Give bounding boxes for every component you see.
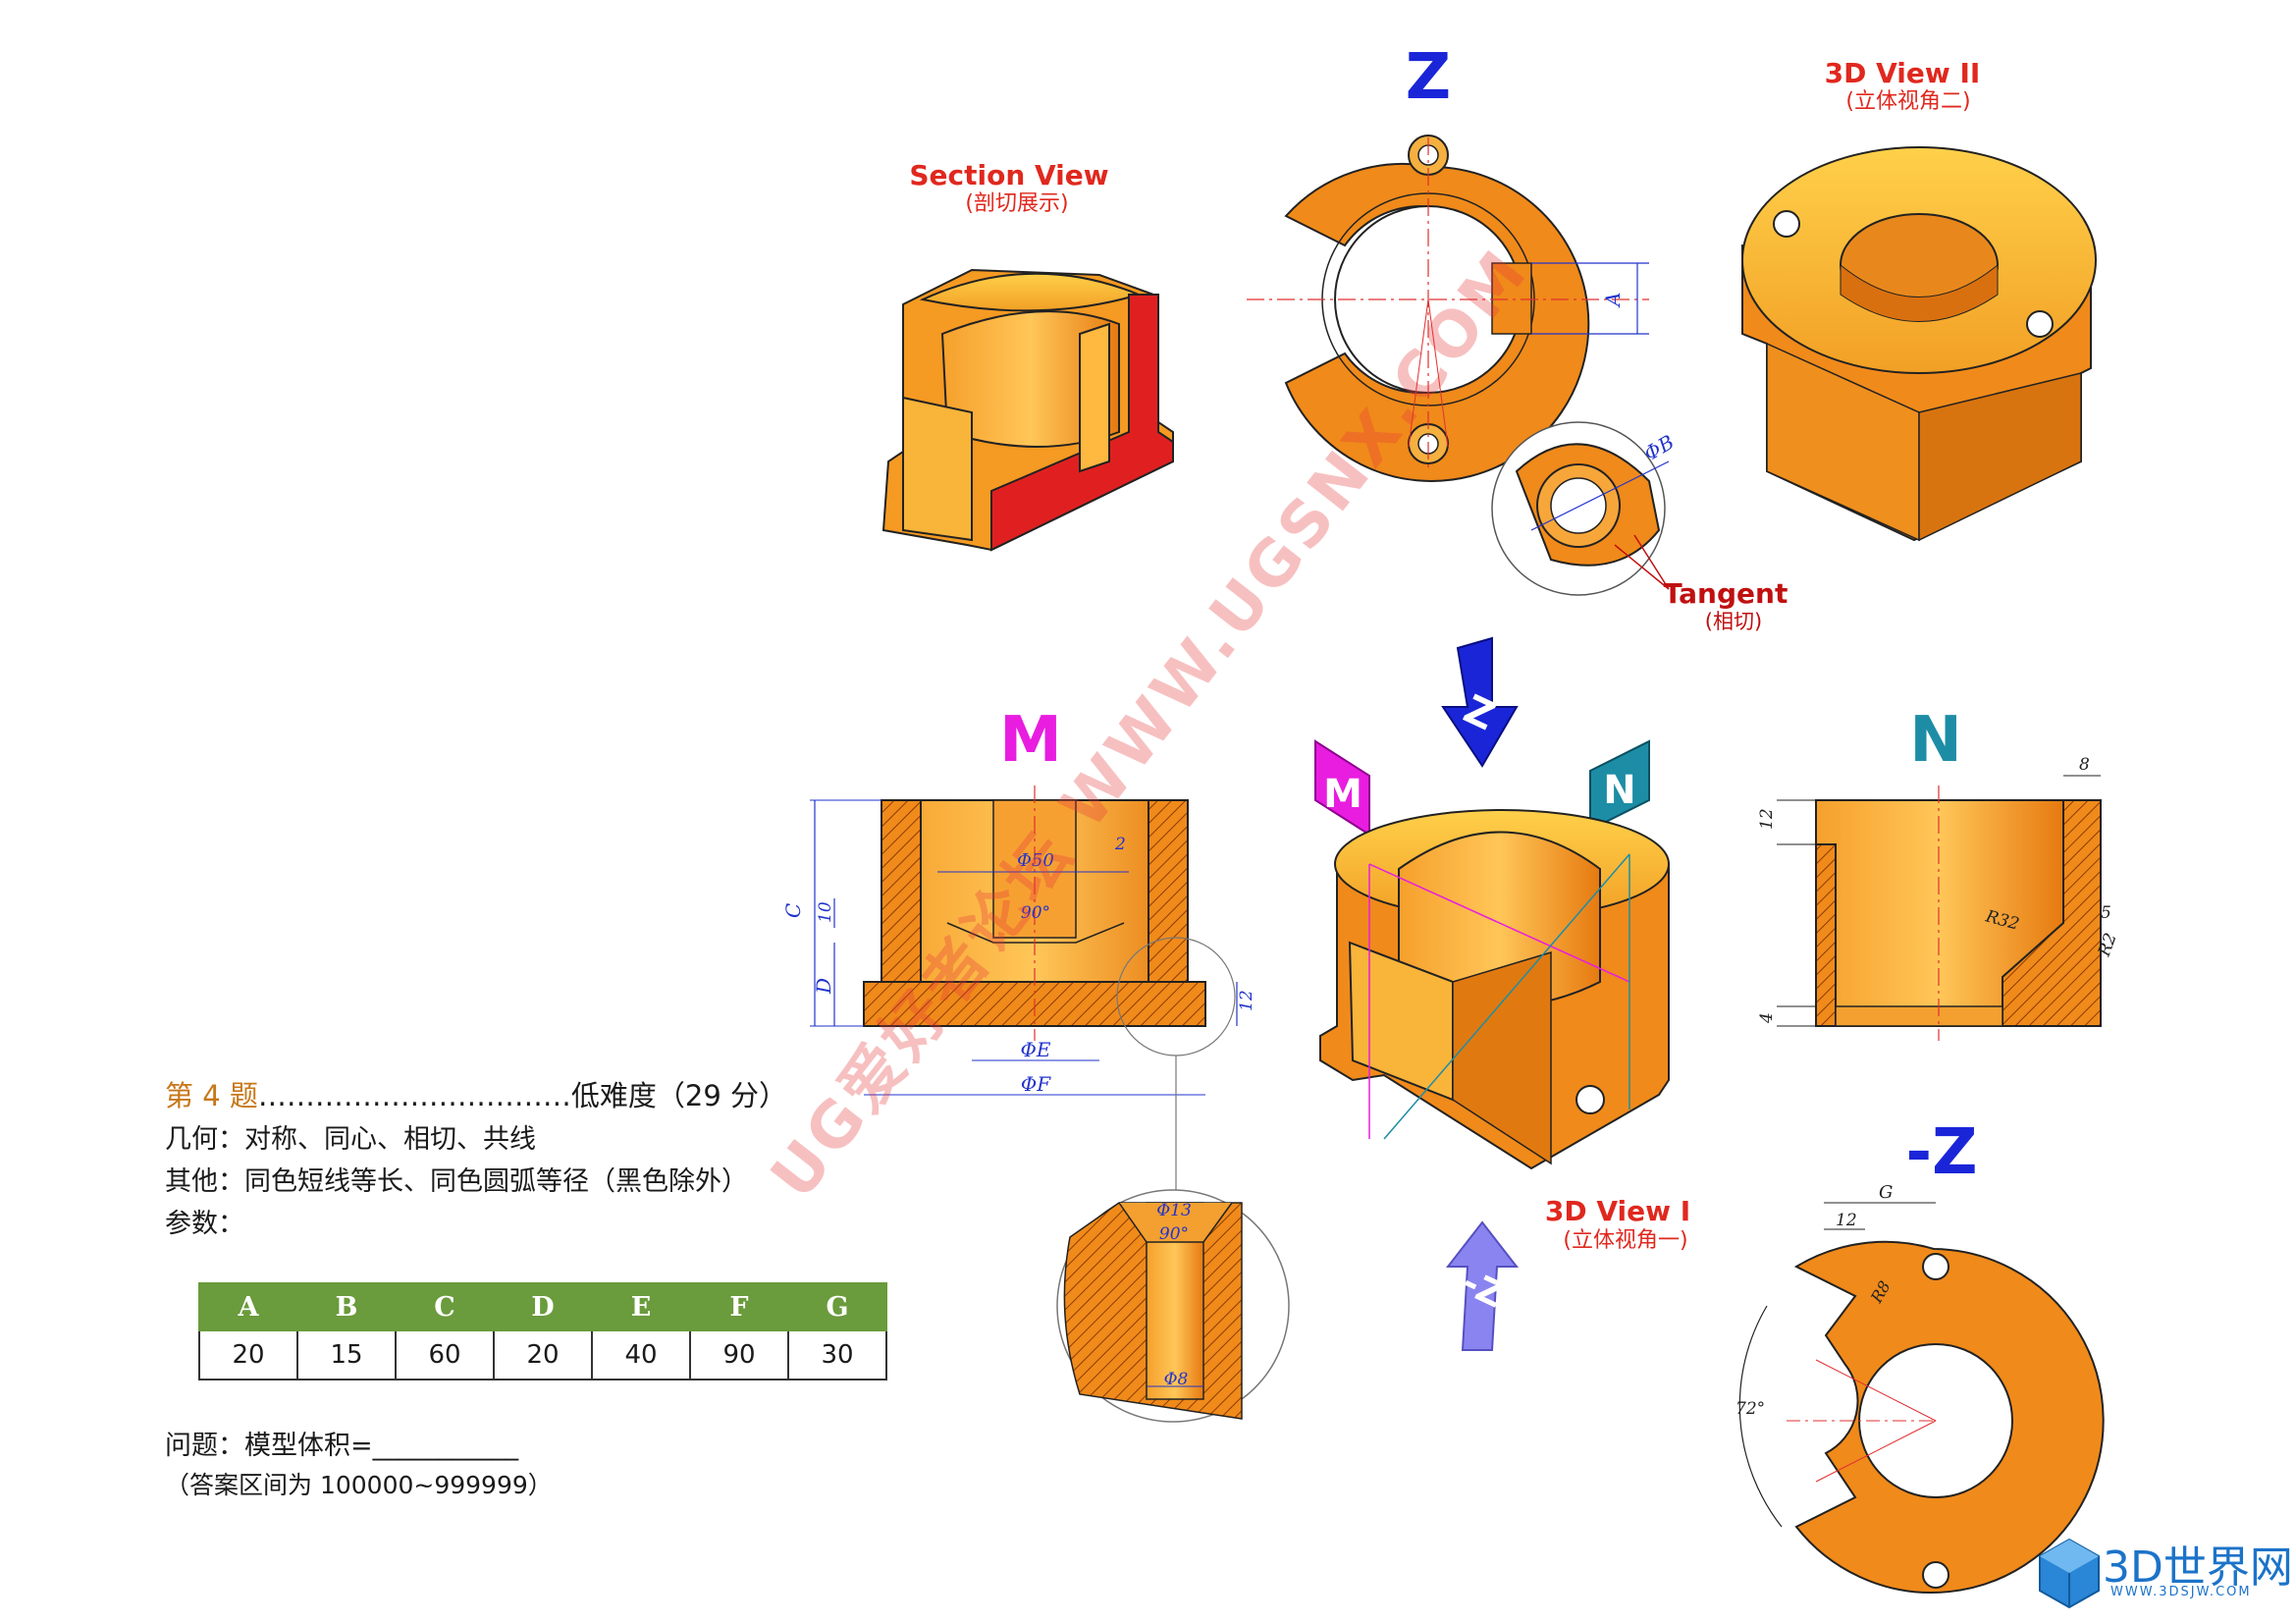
dim-phi50: Φ50: [1017, 850, 1054, 871]
dim-90-detail: 90°: [1159, 1224, 1189, 1244]
dim-90: 90°: [1021, 903, 1050, 923]
iso2-subtitle: (立体视角二): [1845, 89, 1970, 114]
question-dots: ……………………………: [257, 1079, 571, 1112]
n-view: N 12 8 R32 5 R2 4: [1757, 704, 2121, 1041]
param-value: 60: [395, 1329, 495, 1380]
iso-view-1: Z M N -Z 3D View I (立体视角一): [1314, 636, 1690, 1351]
answer-range: （答案区间为 100000~999999）: [165, 1471, 553, 1499]
question-number: 第 4 题: [165, 1079, 258, 1112]
tangent-subtitle: (相切): [1705, 610, 1762, 633]
dim-g: G: [1879, 1182, 1893, 1203]
dim-2: 2: [1114, 835, 1126, 854]
dim-n-4: 4: [1757, 1012, 1777, 1024]
dim-10: 10: [816, 901, 835, 923]
dim-a: A: [1601, 293, 1625, 308]
iso1-subtitle: (立体视角一): [1563, 1228, 1687, 1253]
dim-72: 72°: [1735, 1399, 1765, 1419]
dim-phi8: Φ8: [1164, 1370, 1189, 1389]
hole-detail: Φ13 90° Φ8: [1056, 1189, 1290, 1423]
arrow-z-down: [1441, 636, 1519, 768]
question-prompt: 问题：模型体积=___________: [165, 1431, 519, 1461]
arrow-negz-label: -Z: [1456, 1263, 1510, 1317]
neg-z-view: -Z 72° G 12 R8: [1735, 1116, 2105, 1594]
arrow-neg-z-up: [1445, 1220, 1520, 1351]
dim-c: C: [781, 903, 805, 918]
dim-phi-e: ΦE: [1021, 1038, 1051, 1061]
dim-n-12: 12: [1757, 808, 1777, 830]
arrow-m-label: M: [1323, 772, 1362, 817]
dim-d: D: [812, 978, 835, 995]
param-value: 20: [493, 1329, 593, 1380]
arrow-n-label: N: [1603, 768, 1635, 813]
param-header: B: [296, 1282, 397, 1331]
top-view-z: Z A: [1247, 41, 1649, 482]
iso-view-2: 3D View II (立体视角二): [1741, 57, 2097, 542]
param-value: 90: [689, 1329, 789, 1380]
m-view-label: M: [999, 704, 1062, 777]
logo-url: WWW.3DSJW.COM: [2110, 1585, 2252, 1599]
param-header: E: [591, 1282, 691, 1331]
m-view: M C 10 D Φ50 2 90° 12 ΦE ΦF: [781, 704, 1256, 1208]
question-header: 第 4 题……………………………低难度（29 分）: [165, 1073, 787, 1114]
param-value: 40: [591, 1329, 691, 1380]
iso2-title: 3D View II: [1825, 57, 1981, 89]
parameter-value-row: 20 15 60 20 40 90 30: [198, 1329, 887, 1380]
tangent-detail: ΦB Tangent (相切): [1491, 421, 1789, 633]
section-view: Section View (剖切展示): [881, 159, 1174, 552]
iso1-title: 3D View I: [1545, 1195, 1690, 1227]
z-view-label: Z: [1406, 41, 1451, 114]
dim-12-m: 12: [1237, 990, 1256, 1011]
dim-phi-f: ΦF: [1021, 1072, 1051, 1096]
neg-z-label: -Z: [1906, 1116, 1978, 1189]
other-constraints: 其他：同色短线等长、同色圆弧等径（黑色除外）: [165, 1166, 748, 1197]
param-header: G: [787, 1282, 887, 1331]
section-view-title: Section View: [909, 159, 1108, 191]
geometry-constraints: 几何：对称、同心、相切、共线: [165, 1124, 536, 1155]
dim-z-12: 12: [1836, 1211, 1857, 1230]
dim-n-5: 5: [2101, 903, 2111, 923]
logo-cube-icon: [2039, 1538, 2100, 1609]
param-value: 30: [787, 1329, 887, 1380]
param-header: A: [198, 1282, 298, 1331]
arrow-n-tag: [1589, 739, 1650, 832]
params-label: 参数：: [165, 1209, 244, 1239]
param-header: D: [493, 1282, 593, 1331]
parameter-table: A B C D E F G 20 15 60 20 40 90 30: [198, 1282, 887, 1380]
dim-phi13: Φ13: [1156, 1201, 1192, 1220]
param-value: 15: [296, 1329, 397, 1380]
parameter-header-row: A B C D E F G: [198, 1282, 887, 1331]
logo-name: 3D世界网: [2103, 1543, 2293, 1593]
question-difficulty: 低难度（29 分）: [570, 1079, 788, 1112]
tangent-title: Tangent: [1664, 577, 1789, 610]
section-view-subtitle: (剖切展示): [965, 191, 1068, 216]
param-header: F: [689, 1282, 789, 1331]
n-view-label: N: [1909, 704, 1962, 777]
param-value: 20: [198, 1329, 298, 1380]
dim-n-8: 8: [2079, 755, 2090, 775]
param-header: C: [395, 1282, 495, 1331]
